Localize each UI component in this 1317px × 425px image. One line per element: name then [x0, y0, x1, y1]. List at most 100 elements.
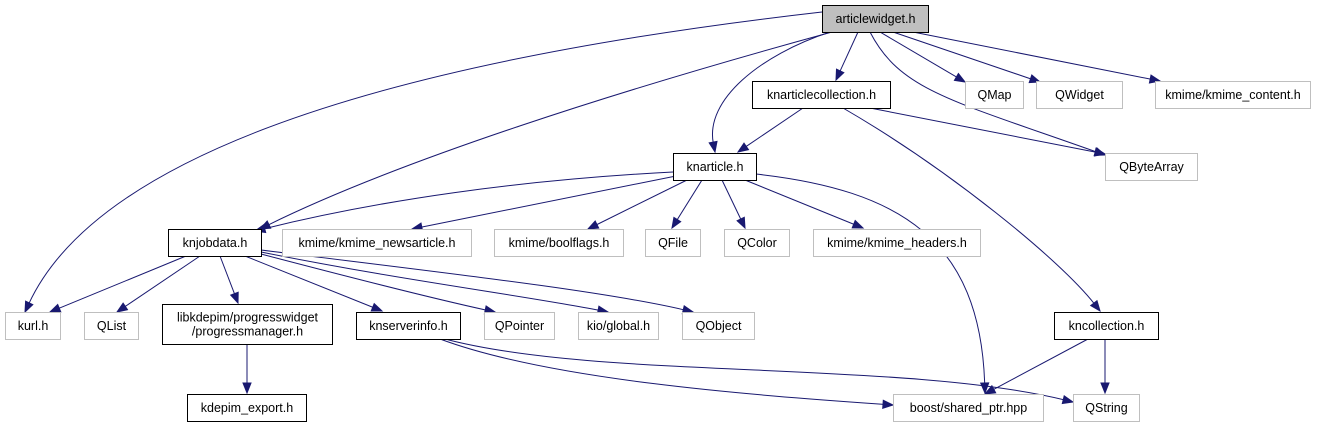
edge-line [912, 31, 1152, 80]
node-qmap: QMap [965, 81, 1024, 109]
arrowhead-icon [229, 291, 239, 305]
node-box [5, 312, 61, 340]
arrowhead-icon [1100, 382, 1110, 395]
edge-articlewidget-to-qwidget [892, 31, 1042, 84]
node-qbytearray: QByteArray [1105, 153, 1198, 181]
edge-line [444, 338, 1065, 401]
node-box [752, 81, 891, 109]
node-kncollection[interactable]: kncollection.h [1054, 312, 1159, 340]
node-box [724, 229, 790, 257]
node-label: knarticle.h [687, 160, 744, 174]
node-qpointer: QPointer [484, 312, 555, 340]
arrowhead-icon [708, 140, 718, 154]
node-label: kmime/kmime_headers.h [827, 236, 967, 250]
nodes-layer: articlewidget.h knarticlecollection.h QMap… [5, 5, 1311, 422]
node-kmime-content: kmime/kmime_content.h [1155, 81, 1311, 109]
edge-knarticle-to-kmime_newsarticle [410, 175, 677, 232]
node-label: kncollection.h [1069, 319, 1145, 333]
node-label: boost/shared_ptr.hpp [910, 401, 1027, 415]
node-label: kmime/kmime_content.h [1165, 88, 1301, 102]
edge-line [219, 255, 236, 295]
node-box [1105, 153, 1198, 181]
node-box [484, 312, 555, 340]
node-label: articlewidget.h [836, 12, 916, 26]
node-qfile: QFile [645, 229, 701, 257]
arrowhead-icon [1089, 299, 1101, 313]
node-knjobdata[interactable]: knjobdata.h [168, 229, 262, 257]
node-box [84, 312, 139, 340]
node-box [187, 394, 307, 422]
edge-kncollection-to-shared_ptr [983, 338, 1089, 395]
edges-layer [24, 11, 1162, 410]
edge-articlewidget-to-kmime_content [912, 31, 1162, 84]
node-knarticlecollection[interactable]: knarticlecollection.h [752, 81, 891, 109]
node-label: knserverinfo.h [369, 319, 448, 333]
node-label: QColor [737, 236, 777, 250]
node-kdepim-export[interactable]: kdepim_export.h [187, 394, 307, 422]
edge-knserverinfo-to-shared_ptr [439, 338, 895, 410]
node-label: QObject [696, 319, 742, 333]
node-box [282, 229, 472, 257]
edge-line [879, 31, 958, 78]
edge-knarticle-to-qcolor [721, 179, 746, 230]
node-qobject: QObject [682, 312, 755, 340]
node-box [168, 229, 262, 257]
node-qcolor: QColor [724, 229, 790, 257]
edge-line [244, 255, 374, 309]
node-boolflags: kmime/boolflags.h [494, 229, 624, 257]
node-label: kurl.h [18, 319, 49, 333]
edge-knjobdata-to-kurl [48, 255, 187, 313]
node-label: kmime/boolflags.h [509, 236, 610, 250]
node-progressmanager[interactable]: libkdepim/progresswidget/progressmanager… [162, 304, 333, 345]
edge-line [745, 107, 804, 148]
edge-line [420, 175, 677, 228]
node-box [682, 312, 755, 340]
edge-line [676, 179, 703, 221]
edge-knserverinfo-to-qstring [444, 338, 1075, 405]
edge-line [869, 107, 1097, 153]
edge-knjobdata-to-knserverinfo [244, 255, 384, 312]
node-box [813, 229, 981, 257]
edge-kncollection-to-qstring [1100, 339, 1110, 395]
node-label: QList [97, 319, 127, 333]
edge-articlewidget-to-knjobdata [258, 31, 833, 230]
node-kio-global: kio/global.h [578, 312, 659, 340]
node-box [893, 394, 1044, 422]
node-qstring: QString [1073, 394, 1140, 422]
node-box [1036, 81, 1123, 109]
edge-knarticle-to-qfile [671, 179, 703, 230]
arrowhead-icon [48, 303, 62, 313]
edge-articlewidget-to-qmap [879, 31, 967, 83]
arrowhead-icon [953, 72, 967, 83]
edge-line [439, 338, 885, 405]
edge-line [267, 31, 833, 226]
node-box [1155, 81, 1311, 109]
node-label: QMap [977, 88, 1011, 102]
node-label: kmime/kmime_newsarticle.h [299, 236, 456, 250]
edge-line [28, 11, 823, 305]
node-box [965, 81, 1024, 109]
node-qwidget: QWidget [1036, 81, 1123, 109]
arrowhead-icon [671, 216, 682, 230]
node-label: kio/global.h [587, 319, 650, 333]
edge-line [124, 255, 201, 308]
edge-line [595, 179, 688, 226]
arrowhead-icon [1093, 147, 1107, 157]
edge-line [263, 171, 674, 230]
node-kmime-headers: kmime/kmime_headers.h [813, 229, 981, 257]
node-label: knjobdata.h [183, 236, 248, 250]
edge-knarticle-to-boolflags [586, 179, 688, 230]
node-knserverinfo[interactable]: knserverinfo.h [356, 312, 461, 340]
edge-line [755, 173, 986, 385]
edge-line [892, 31, 1032, 80]
node-articlewidget: articlewidget.h [822, 5, 929, 33]
node-label: libkdepim/progresswidget [177, 311, 319, 325]
node-qlist: QList [84, 312, 139, 340]
edge-articlewidget-to-knarticlecollection [835, 31, 859, 82]
edge-line [260, 249, 685, 311]
node-label: kdepim_export.h [201, 401, 293, 415]
node-shared-ptr: boost/shared_ptr.hpp [893, 394, 1044, 422]
edge-line [58, 255, 187, 310]
edge-line [721, 179, 742, 221]
node-knarticle[interactable]: knarticle.h [673, 153, 757, 181]
